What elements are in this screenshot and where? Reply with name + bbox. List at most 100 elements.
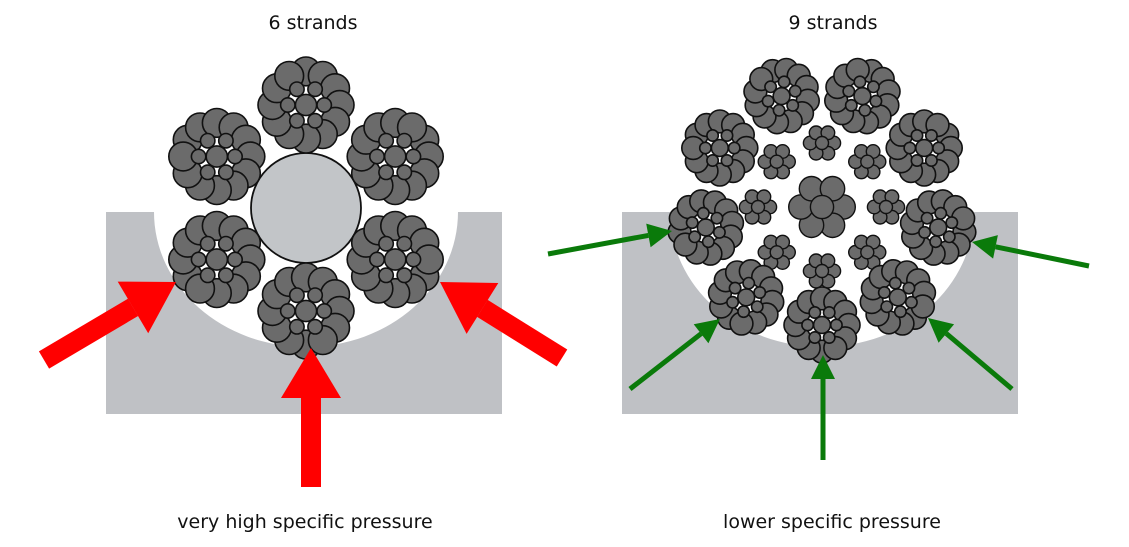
center-wire bbox=[772, 86, 791, 106]
inner-wire bbox=[378, 235, 395, 252]
inner-wire bbox=[772, 103, 786, 117]
center-wire bbox=[205, 248, 229, 271]
arrow-head bbox=[440, 282, 499, 334]
core-strand-center bbox=[860, 154, 875, 169]
right-title: 9 strands bbox=[789, 12, 878, 34]
inner-wire bbox=[698, 141, 712, 155]
inner-wire bbox=[368, 251, 385, 268]
inner-wire bbox=[888, 276, 902, 290]
inner-wire bbox=[396, 164, 413, 181]
inner-wire bbox=[893, 305, 907, 319]
arrow-head bbox=[928, 318, 955, 343]
inner-wire bbox=[932, 141, 946, 155]
center-wire bbox=[205, 145, 229, 168]
arrow-head bbox=[811, 355, 835, 379]
right-rope bbox=[667, 57, 977, 364]
inner-wire bbox=[727, 141, 741, 155]
left-title: 6 strands bbox=[269, 12, 358, 34]
arrow-head bbox=[646, 223, 672, 248]
inner-wire bbox=[880, 300, 894, 314]
center-wire bbox=[710, 138, 729, 158]
inner-wire bbox=[858, 103, 872, 117]
fiber-core bbox=[250, 152, 362, 264]
arrow-shaft bbox=[477, 299, 568, 367]
inner-wire bbox=[316, 97, 333, 114]
core-strand-center bbox=[878, 199, 894, 215]
right-sheave bbox=[622, 212, 1018, 414]
inner-wire bbox=[190, 148, 207, 165]
center-wire bbox=[914, 138, 934, 158]
core-strand bbox=[802, 125, 842, 161]
inner-wire bbox=[227, 251, 244, 268]
inner-wire bbox=[199, 267, 216, 284]
core-strand bbox=[848, 234, 887, 270]
inner-wire bbox=[945, 216, 959, 230]
strand bbox=[257, 56, 355, 154]
core-strand-center bbox=[814, 263, 830, 279]
inner-wire bbox=[288, 112, 305, 129]
arrow-shaft bbox=[994, 244, 1090, 269]
inner-wire bbox=[910, 129, 924, 143]
arrow-head bbox=[972, 235, 998, 259]
inner-wire bbox=[728, 281, 742, 295]
inner-wire bbox=[924, 129, 938, 143]
inner-wire bbox=[877, 285, 891, 299]
inner-wire bbox=[307, 81, 324, 98]
inner-wire bbox=[929, 235, 943, 249]
inner-wire bbox=[710, 211, 724, 225]
inner-wire bbox=[764, 80, 778, 94]
core-strand bbox=[788, 175, 856, 239]
core-strand-center bbox=[769, 154, 784, 169]
center-wire bbox=[294, 299, 318, 323]
strand bbox=[346, 107, 444, 206]
inner-wire bbox=[712, 225, 726, 239]
pressure-arrow bbox=[38, 281, 176, 369]
pressure-arrow bbox=[547, 223, 672, 257]
inner-wire bbox=[199, 235, 216, 252]
core-strand-center bbox=[809, 194, 835, 220]
inner-wire bbox=[822, 330, 836, 344]
inner-wire bbox=[903, 141, 917, 155]
inner-wire bbox=[190, 251, 207, 268]
arrow-head bbox=[281, 348, 341, 398]
strand bbox=[823, 57, 901, 135]
inner-wire bbox=[866, 80, 880, 94]
core-strand bbox=[757, 234, 797, 270]
inner-wire bbox=[726, 295, 740, 309]
inner-wire bbox=[688, 230, 702, 244]
inner-wire bbox=[279, 302, 296, 319]
strand bbox=[667, 189, 745, 266]
strand bbox=[859, 259, 937, 336]
inner-wire bbox=[316, 302, 333, 319]
inner-wire bbox=[199, 132, 216, 149]
inner-wire bbox=[942, 230, 956, 244]
strand bbox=[743, 57, 820, 135]
inner-wire bbox=[378, 132, 395, 149]
inner-wire bbox=[405, 251, 422, 268]
center-wire bbox=[853, 86, 872, 106]
core-strand bbox=[866, 189, 906, 225]
core-strand bbox=[738, 189, 778, 225]
inner-wire bbox=[808, 330, 822, 344]
inner-wire bbox=[853, 75, 867, 89]
inner-wire bbox=[307, 112, 324, 129]
arrow-shaft bbox=[628, 331, 703, 391]
inner-wire bbox=[902, 281, 916, 295]
inner-wire bbox=[920, 211, 934, 225]
core-strand-center bbox=[769, 245, 784, 260]
inner-wire bbox=[904, 295, 918, 309]
strand bbox=[783, 286, 861, 364]
left-arrows bbox=[38, 281, 568, 487]
inner-wire bbox=[844, 98, 858, 112]
pressure-arrow bbox=[928, 318, 1014, 391]
pressure-arrow bbox=[628, 319, 720, 391]
core-strand-center bbox=[860, 245, 875, 260]
inner-wire bbox=[924, 154, 938, 168]
inner-wire bbox=[217, 164, 234, 181]
inner-wire bbox=[288, 318, 305, 335]
inner-wire bbox=[279, 97, 296, 114]
right-caption: lower specific pressure bbox=[723, 511, 941, 533]
inner-wire bbox=[737, 305, 751, 319]
strand bbox=[680, 109, 759, 187]
